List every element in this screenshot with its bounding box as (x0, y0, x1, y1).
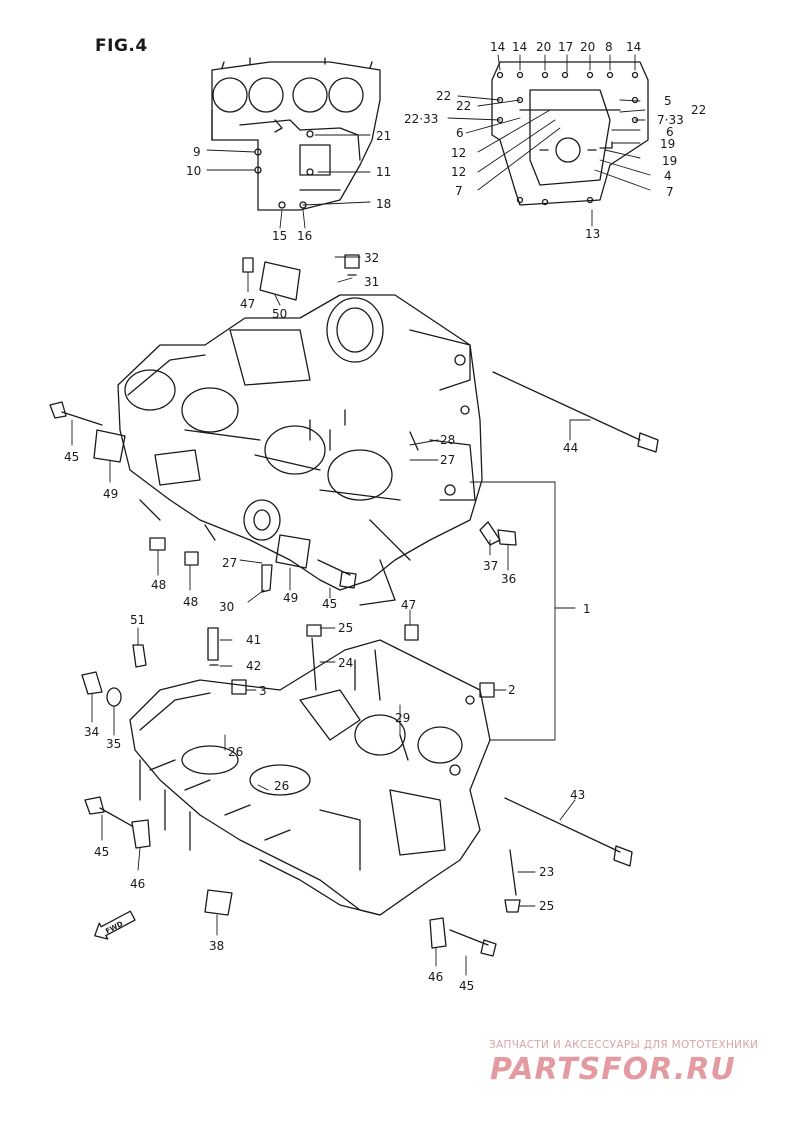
callout: 49 (103, 487, 118, 501)
callout: 21 (376, 129, 391, 143)
callout: 46 (428, 970, 443, 984)
small-parts (49, 254, 659, 957)
callout: 45 (459, 979, 474, 993)
inset-lower-crankcase-view (491, 61, 649, 206)
callout: 26 (228, 745, 243, 759)
callout: 7 (666, 185, 674, 199)
callout: 41 (246, 633, 261, 647)
inset-upper-crankcase-view (211, 57, 381, 211)
callout: 19 (660, 137, 675, 151)
callout: 35 (106, 737, 121, 751)
callout: 14 (490, 40, 505, 54)
callout: 50 (272, 307, 287, 321)
callout: 37 (483, 559, 498, 573)
callout: 29 (395, 711, 410, 725)
callout: 38 (209, 939, 224, 953)
callout: 20 (580, 40, 595, 54)
callout: 15 (272, 229, 287, 243)
callout: 3 (259, 684, 267, 698)
callout: 5 (664, 94, 672, 108)
callout: 34 (84, 725, 99, 739)
callout: 18 (376, 197, 391, 211)
lower-crankcase (129, 639, 491, 916)
callout: 6 (666, 125, 674, 139)
callout: 23 (539, 865, 554, 879)
callout: 45 (322, 597, 337, 611)
callout: 4 (664, 169, 672, 183)
callout-numbers: 9 10 21 11 18 15 16 14 14 20 17 20 8 14 … (64, 40, 706, 993)
callout: 8 (605, 40, 613, 54)
callout: 27 (440, 453, 455, 467)
callout: 22 (691, 103, 706, 117)
callout: 31 (364, 275, 379, 289)
upper-crankcase (117, 294, 483, 606)
callout: 10 (186, 164, 201, 178)
callout: 47 (401, 598, 416, 612)
callout: 36 (501, 572, 516, 586)
callout: 25 (539, 899, 554, 913)
callout: 26 (274, 779, 289, 793)
callout: 51 (130, 613, 145, 627)
callout: 11 (376, 165, 391, 179)
callout: 14 (626, 40, 641, 54)
callout: 22·33 (404, 112, 438, 126)
callout: 49 (283, 591, 298, 605)
callout: 7·33 (657, 113, 684, 127)
figure-title: FIG.4 (95, 36, 148, 56)
watermark-subtitle: ЗАПЧАСТИ И АКСЕССУАРЫ ДЛЯ МОТОТЕХНИКИ (489, 1039, 759, 1051)
fwd-label: FWD (104, 920, 124, 936)
callout: 44 (563, 441, 578, 455)
callout: 48 (183, 595, 198, 609)
callout: 6 (456, 126, 464, 140)
callout: 24 (338, 656, 353, 670)
callout: 32 (364, 251, 379, 265)
callout: 12 (451, 146, 466, 160)
callout: 22 (436, 89, 451, 103)
fwd-arrow (94, 910, 136, 940)
callout: 30 (219, 600, 234, 614)
leader-lines (71, 54, 651, 976)
callout: 46 (130, 877, 145, 891)
callout: 22 (456, 99, 471, 113)
callout: 20 (536, 40, 551, 54)
callout: 19 (662, 154, 677, 168)
callout: 16 (297, 229, 312, 243)
callout: 7 (455, 184, 463, 198)
callout: 1 (583, 602, 591, 616)
callout: 12 (451, 165, 466, 179)
watermark-logo: PARTSFOR.RU (490, 1052, 736, 1087)
callout: 45 (64, 450, 79, 464)
callout: 14 (512, 40, 527, 54)
callout: 47 (240, 297, 255, 311)
callout: 48 (151, 578, 166, 592)
callout: 43 (570, 788, 585, 802)
callout: 9 (193, 145, 201, 159)
callout: 28 (440, 433, 455, 447)
callout: 27 (222, 556, 237, 570)
callout: 2 (508, 683, 516, 697)
callout: 17 (558, 40, 573, 54)
callout: 13 (585, 227, 600, 241)
callout: 25 (338, 621, 353, 635)
callout: 45 (94, 845, 109, 859)
callout: 42 (246, 659, 261, 673)
